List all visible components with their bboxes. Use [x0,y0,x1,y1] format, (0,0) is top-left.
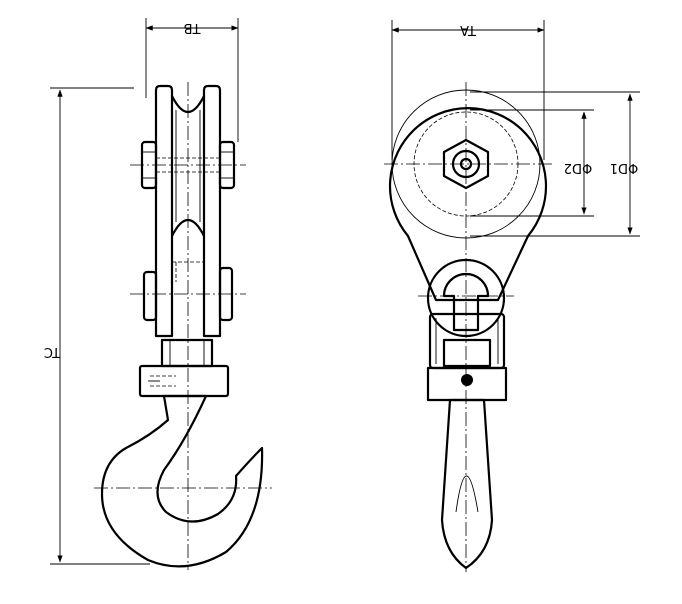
d1-dimension: ΦD1 [470,91,640,237]
swivel-housing [426,312,508,402]
hook [94,394,272,568]
front-hook-shank [440,398,494,570]
side-view: TB TC [44,18,272,570]
ta-dimension: TA [391,20,545,160]
d2-label: ΦD2 [564,160,593,175]
sheave-edge [171,95,205,237]
d2-dimension: ΦD2 [470,109,594,217]
front-hook-ridge [455,475,479,513]
tc-dimension: TC [44,87,150,565]
axle-bolt-top [130,140,246,190]
front-side-plate [388,107,548,302]
tb-label: TB [184,20,202,35]
lower-pin [130,261,246,322]
lower-pin-circle [418,258,514,338]
ta-label: TA [460,22,477,37]
tc-label: TC [44,344,61,359]
rivet-dot [461,374,473,386]
side-plates [154,84,222,338]
swivel-neck [138,338,230,398]
tb-dimension: TB [145,18,239,142]
front-view: TA ΦD1 ΦD2 [384,20,640,572]
d1-label: ΦD1 [610,160,639,175]
